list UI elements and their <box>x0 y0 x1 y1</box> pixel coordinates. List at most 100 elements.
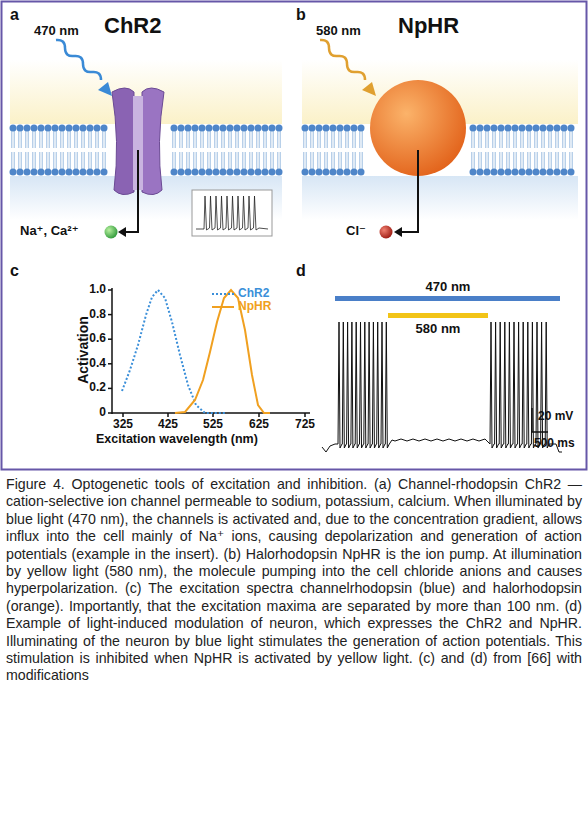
lipid-head <box>171 125 178 132</box>
lipid-head <box>255 125 262 132</box>
lipid-head <box>505 169 512 176</box>
lipid-head <box>302 125 309 132</box>
lipid-head <box>227 125 234 132</box>
lipid-head <box>505 125 512 132</box>
anion-ball <box>380 226 393 239</box>
lipid-head <box>38 169 45 176</box>
lipid-head <box>52 125 59 132</box>
legend-sample <box>212 293 234 295</box>
lipid-head <box>512 125 519 132</box>
tick-label: 1.0 <box>89 283 106 296</box>
lipid-head <box>213 125 220 132</box>
lipid-head <box>344 125 351 132</box>
tick-label: 625 <box>249 418 269 431</box>
lipid-head <box>31 169 38 176</box>
lipid-head <box>59 125 66 132</box>
lipid-head <box>178 169 185 176</box>
lipid-head <box>192 169 199 176</box>
lipid-head <box>512 169 519 176</box>
axis-title: Excitation wavelength (nm) <box>96 433 258 447</box>
lipid-head <box>316 169 323 176</box>
lipid-head <box>316 125 323 132</box>
lipid-head <box>477 169 484 176</box>
lipid-bilayer <box>10 125 575 176</box>
lipid-head <box>241 169 248 176</box>
lipid-head <box>323 169 330 176</box>
legend-sample <box>212 306 234 308</box>
arrow-head <box>118 227 126 237</box>
ion-path <box>400 150 418 232</box>
tick-label: 0 <box>99 406 106 419</box>
lipid-head <box>17 169 24 176</box>
tick-label: 0.2 <box>89 381 106 394</box>
lipid-head <box>94 125 101 132</box>
lipid-head <box>80 125 87 132</box>
lipid-head <box>45 169 52 176</box>
tick-label: 0.4 <box>89 357 106 370</box>
lipid-head <box>547 125 554 132</box>
blue-light-bar <box>335 296 560 301</box>
lipid-head <box>470 125 477 132</box>
lipid-head <box>178 125 185 132</box>
lipid-head <box>519 169 526 176</box>
lipid-head <box>171 169 178 176</box>
lipid-head <box>568 169 575 176</box>
lipid-head <box>498 125 505 132</box>
panel-letter: b <box>296 6 306 24</box>
lipid-head <box>17 125 24 132</box>
lipid-head <box>24 169 31 176</box>
lipid-head <box>38 125 45 132</box>
lipid-head <box>309 169 316 176</box>
lipid-head <box>101 169 108 176</box>
lipid-head <box>470 169 477 176</box>
lipid-head <box>568 125 575 132</box>
insert-box <box>192 190 272 236</box>
tick-label: 0.8 <box>89 308 106 321</box>
ion-label: Na⁺, Ca²⁺ <box>20 224 79 238</box>
lipid-head <box>484 125 491 132</box>
lipid-head <box>45 125 52 132</box>
membrane-trace <box>322 322 562 452</box>
panel-letter: d <box>296 262 306 280</box>
lipid-head <box>185 169 192 176</box>
lipid-head <box>73 169 80 176</box>
lipid-head <box>234 125 241 132</box>
lipid-head <box>80 169 87 176</box>
arrow-head <box>362 82 376 96</box>
lipid-head <box>477 125 484 132</box>
lipid-head <box>533 125 540 132</box>
lipid-head <box>533 169 540 176</box>
arrow-head <box>394 227 402 237</box>
lipid-head <box>66 125 73 132</box>
lipid-head <box>302 169 309 176</box>
lipid-head <box>101 125 108 132</box>
lipid-head <box>255 169 262 176</box>
lipid-head <box>199 169 206 176</box>
legend-text: NpHR <box>238 300 271 313</box>
lipid-head <box>337 125 344 132</box>
lipid-head <box>547 169 554 176</box>
lipid-head <box>248 125 255 132</box>
lipid-head <box>199 125 206 132</box>
cation-ball <box>105 226 118 239</box>
channel-half <box>142 88 164 195</box>
scale-label: 20 mV <box>538 410 573 423</box>
lipid-head <box>337 169 344 176</box>
tick-label: 425 <box>158 418 178 431</box>
lipid-head <box>10 169 17 176</box>
lipid-head <box>94 169 101 176</box>
panel-title: ChR2 <box>104 14 161 38</box>
wavelength-label: 470 nm <box>34 24 79 38</box>
lipid-head <box>206 169 213 176</box>
bar-label: 580 nm <box>416 322 461 336</box>
yellow-light-bar <box>388 313 488 318</box>
lipid-head <box>269 169 276 176</box>
scale-label: 500 ms <box>534 437 575 450</box>
ion-path <box>124 150 138 232</box>
bar-label: 470 nm <box>426 280 471 294</box>
lipid-head <box>526 169 533 176</box>
lipid-head <box>227 169 234 176</box>
lipid-head <box>52 169 59 176</box>
lipid-head <box>491 125 498 132</box>
